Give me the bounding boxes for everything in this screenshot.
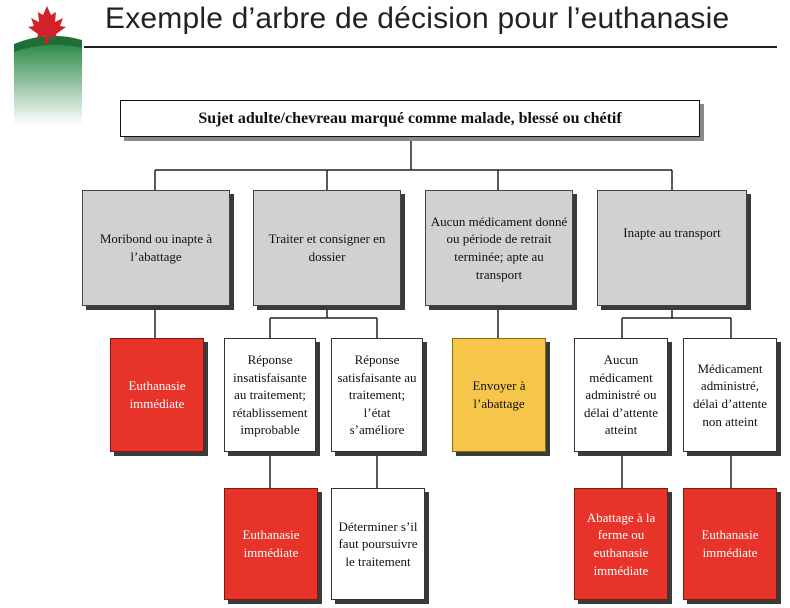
moribond-label: Moribond ou inapte à l’abattage (99, 231, 213, 264)
inapte-transport-node: Inapte au transport (597, 190, 747, 306)
euthanasie-immediate-label-1: Euthanasie immédiate (128, 378, 186, 411)
euthanasie-immediate-node-1: Euthanasie immédiate (110, 338, 204, 452)
reponse-insatisfaisante-label: Réponse insatisfaisante au traitement; r… (232, 352, 308, 438)
euthanasie-immediate-label-2: Euthanasie immédiate (242, 527, 300, 560)
aucun-medicament-label: Aucun médicament donné ou période de ret… (430, 213, 568, 282)
reponse-satisfaisante-node: Réponse satisfaisante au traitement; l’é… (331, 338, 423, 452)
traiter-label: Traiter et consigner en dossier (268, 231, 386, 264)
reponse-satisfaisante-label: Réponse satisfaisante au traitement; l’é… (337, 352, 417, 438)
aucun-medicament-delai-node: Aucun médicament administré ou délai d’a… (574, 338, 668, 452)
euthanasie-immediate-node-2: Euthanasie immédiate (224, 488, 318, 600)
envoyer-abattage-label: Envoyer à l’abattage (472, 378, 526, 411)
determiner-label: Déterminer s’il faut poursuivre le trait… (338, 518, 418, 569)
inapte-transport-label: Inapte au transport (623, 225, 721, 240)
page-title: Exemple d’arbre de décision pour l’eutha… (105, 2, 730, 35)
medicament-administre-label: Médicament administré, délai d’attente n… (693, 360, 767, 429)
envoyer-abattage-node: Envoyer à l’abattage (452, 338, 546, 452)
root-node-label: Sujet adulte/chevreau marqué comme malad… (198, 109, 622, 127)
logo (14, 6, 82, 125)
euthanasie-immediate-label-3: Euthanasie immédiate (701, 527, 759, 560)
aucun-medicament-delai-label: Aucun médicament administré ou délai d’a… (584, 352, 658, 438)
aucun-medicament-node: Aucun médicament donné ou période de ret… (425, 190, 573, 306)
traiter-node: Traiter et consigner en dossier (253, 190, 401, 306)
determiner-node: Déterminer s’il faut poursuivre le trait… (331, 488, 425, 600)
euthanasie-immediate-node-3: Euthanasie immédiate (683, 488, 777, 600)
abattage-ferme-node: Abattage à la ferme ou euthanasie immédi… (574, 488, 668, 600)
title-divider (84, 46, 777, 48)
moribond-node: Moribond ou inapte à l’abattage (82, 190, 230, 306)
reponse-insatisfaisante-node: Réponse insatisfaisante au traitement; r… (224, 338, 316, 452)
medicament-administre-node: Médicament administré, délai d’attente n… (683, 338, 777, 452)
abattage-ferme-label: Abattage à la ferme ou euthanasie immédi… (586, 509, 656, 578)
root-node: Sujet adulte/chevreau marqué comme malad… (120, 100, 700, 137)
maple-leaf-icon (28, 6, 66, 44)
